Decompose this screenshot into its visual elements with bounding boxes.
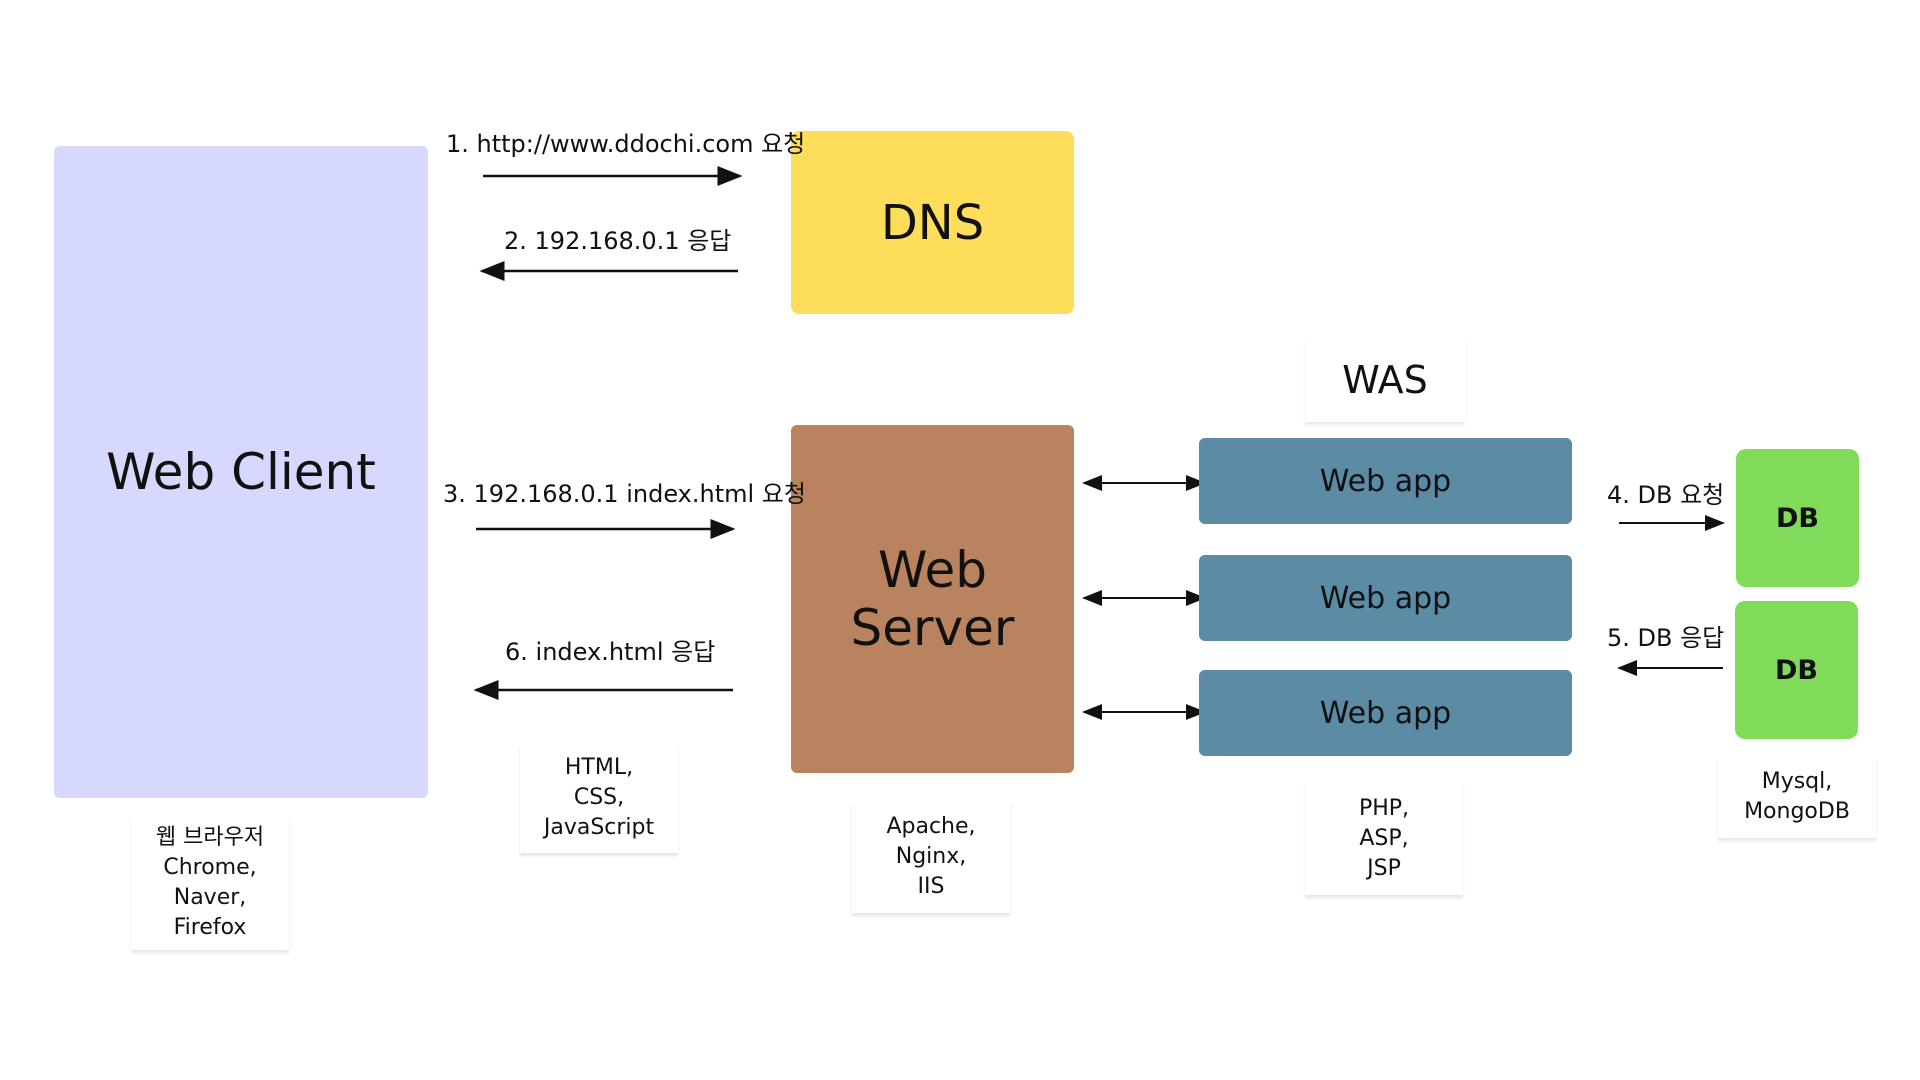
- note-line: Nginx,: [895, 844, 967, 869]
- web-client-box: Web Client: [54, 146, 428, 798]
- note-line: PHP,: [1358, 796, 1410, 821]
- web-client-label: Web Client: [106, 443, 376, 501]
- step-3-label: 3. 192.168.0.1 index.html 요청: [443, 480, 806, 508]
- db-box-2: DB: [1735, 601, 1858, 739]
- step-1-label: 1. http://www.ddochi.com 요청: [446, 130, 806, 158]
- web-app-label: Web app: [1319, 580, 1452, 616]
- web-app-box-2: Web app: [1199, 555, 1572, 641]
- step-6-label: 6. index.html 응답: [505, 638, 716, 666]
- note-line: MongoDB: [1744, 799, 1850, 824]
- files-note: HTML, CSS, JavaScript: [520, 743, 678, 853]
- step-2-label: 2. 192.168.0.1 응답: [504, 227, 732, 255]
- note-line: JavaScript: [543, 815, 655, 840]
- web-app-box-3: Web app: [1199, 670, 1572, 756]
- dns-label: DNS: [880, 194, 985, 251]
- db-label: DB: [1776, 502, 1819, 534]
- db-label: DB: [1775, 654, 1818, 686]
- web-app-label: Web app: [1319, 695, 1452, 731]
- client-note: 웹 브라우저 Chrome, Naver, Firefox: [131, 816, 289, 950]
- web-server-label: Web Server: [850, 541, 1015, 657]
- was-note: PHP, ASP, JSP: [1305, 783, 1463, 895]
- note-line: HTML,: [564, 755, 634, 780]
- server-note: Apache, Nginx, IIS: [852, 801, 1010, 913]
- note-line: Mysql,: [1761, 769, 1833, 794]
- note-line: JSP: [1367, 856, 1401, 881]
- web-app-label: Web app: [1319, 463, 1452, 499]
- step-4-label: 4. DB 요청: [1607, 481, 1725, 509]
- note-line: ASP,: [1359, 826, 1409, 851]
- note-line: 웹 브라우저: [155, 825, 265, 850]
- db-note: Mysql, MongoDB: [1718, 756, 1876, 838]
- note-line: CSS,: [573, 785, 625, 810]
- note-line: Firefox: [173, 915, 247, 940]
- web-app-box-1: Web app: [1199, 438, 1572, 524]
- note-line: Chrome,: [163, 855, 257, 880]
- db-box-1: DB: [1736, 449, 1859, 587]
- dns-box: DNS: [791, 131, 1074, 314]
- note-line: Naver,: [173, 885, 247, 910]
- step-5-label: 5. DB 응답: [1607, 624, 1725, 652]
- web-server-box: Web Server: [791, 425, 1074, 773]
- was-title: WAS: [1305, 338, 1465, 422]
- note-line: IIS: [917, 874, 945, 899]
- note-line: Apache,: [886, 814, 976, 839]
